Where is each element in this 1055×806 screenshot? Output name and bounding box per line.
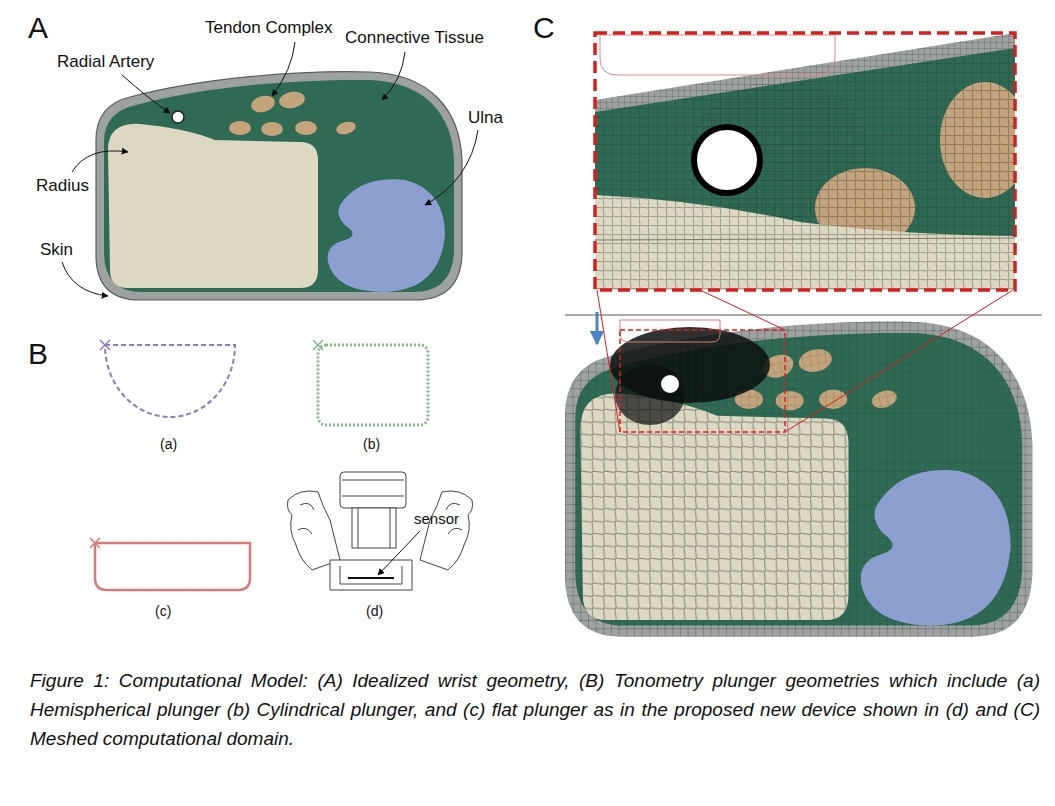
plunger-geometries	[90, 340, 428, 590]
panel-letter: B	[28, 336, 48, 372]
anatomy-label: Tendon Complex	[205, 18, 333, 38]
zoom-lines	[597, 290, 1013, 432]
plunger-label: (c)	[155, 603, 171, 620]
flat-plunger	[620, 320, 720, 342]
sensor-arrow	[378, 531, 420, 575]
plunger-label: (b)	[363, 436, 380, 453]
rigid-plane	[565, 315, 1042, 316]
anatomy-label: Radial Artery	[57, 52, 154, 72]
leader-arrows	[62, 42, 478, 296]
device-drawing	[288, 472, 473, 590]
meshed-domain	[565, 322, 1032, 637]
anatomy-label: Radius	[36, 176, 89, 196]
anatomy-label: Connective Tissue	[345, 28, 484, 48]
plunger-label: (a)	[160, 436, 177, 453]
inset-frame	[595, 33, 1015, 290]
anatomy-label: Ulna	[468, 108, 503, 128]
zoom-inset	[595, 33, 1015, 290]
load-arrow	[596, 312, 599, 344]
figure-caption: Figure 1: Computational Model: (A) Ideal…	[30, 666, 1040, 753]
wrist-geometry	[96, 72, 462, 300]
panel-letter: C	[533, 10, 555, 46]
panel-letter: A	[28, 10, 48, 46]
plunger-label: (d)	[366, 603, 383, 620]
zoom-region	[620, 330, 785, 432]
callout-label: sensor	[414, 510, 459, 528]
anatomy-label: Skin	[40, 240, 73, 260]
